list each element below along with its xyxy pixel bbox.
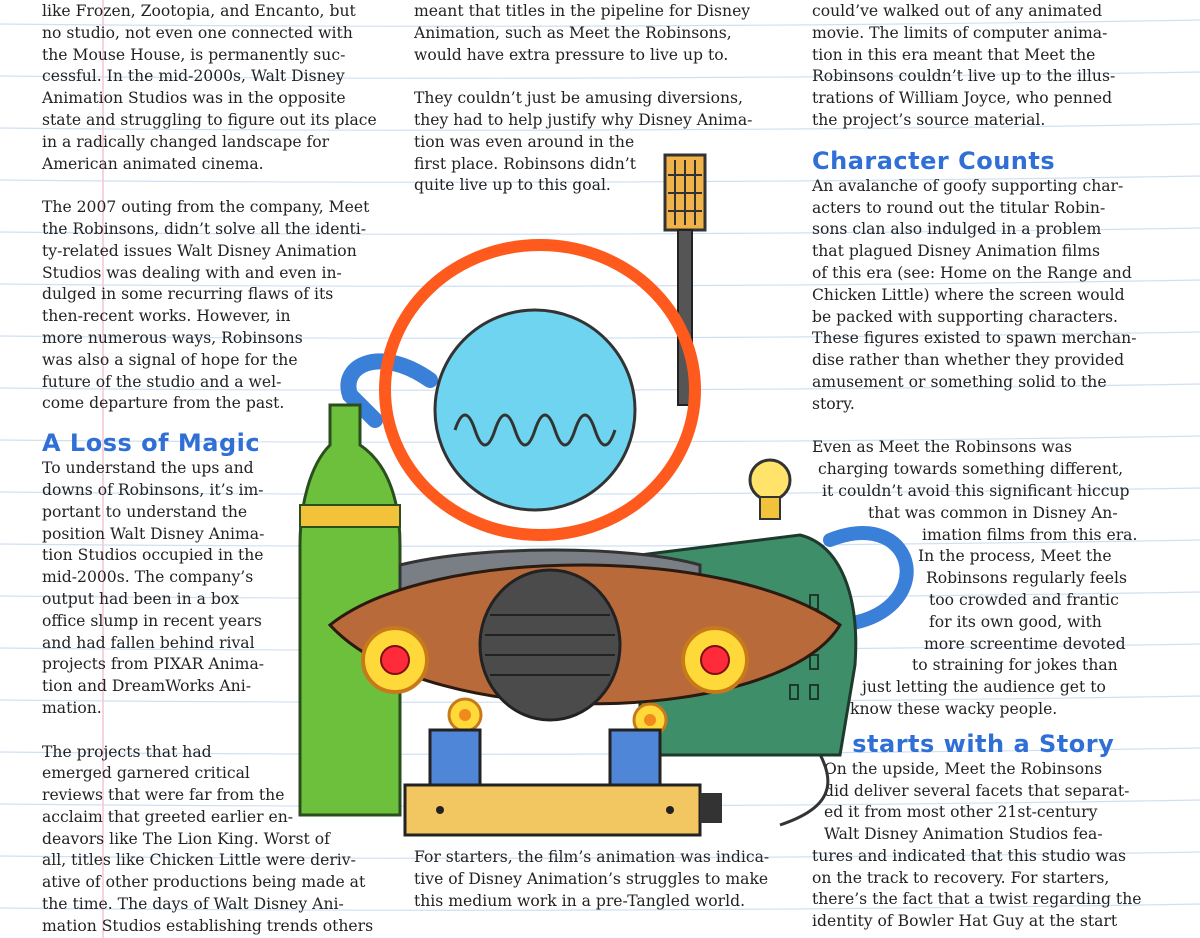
col2-paragraph-1: meant that titles in the pipeline for Di… [414, 2, 751, 64]
orange-ring [379, 239, 701, 541]
ruled-line [0, 539, 1200, 547]
column-2-top: meant that titles in the pipeline for Di… [414, 1, 752, 197]
ruled-line [0, 851, 1200, 859]
small-lightbulb [748, 458, 792, 502]
robot-machine-illustration [298, 153, 914, 837]
ruled-line [0, 747, 1200, 755]
heading-it-starts-with-a-story: It starts with a Story [822, 729, 1115, 758]
bulb-wave [453, 413, 617, 447]
ruled-line [0, 487, 1200, 495]
ruled-line [0, 227, 1200, 235]
left-leg [428, 728, 482, 787]
heading-character-counts: Character Counts [812, 146, 1056, 175]
left-cable [340, 353, 438, 428]
column-2-bottom: For starters, the film’s animation was i… [414, 847, 769, 912]
ruled-line [0, 19, 1200, 27]
ruled-line [0, 903, 1200, 911]
right-cable [823, 526, 914, 632]
col3-paragraph-3: Even as Meet the Robinsons was charging … [812, 438, 1138, 718]
col3-paragraph-4: On the upside, Meet the Robinsons did de… [812, 759, 1142, 931]
col2-paragraph-3: For starters, the film’s animation was i… [414, 848, 770, 910]
ruled-line [0, 71, 1200, 79]
yellow-base-bar [403, 783, 702, 837]
ruled-line [0, 175, 1200, 183]
speaker-grille [478, 568, 622, 722]
blue-bulb [433, 308, 637, 512]
right-leg [608, 728, 662, 787]
ruled-line [0, 123, 1200, 131]
ruled-line [0, 279, 1200, 287]
heading-a-loss-of-magic: A Loss of Magic [42, 429, 261, 458]
col3-paragraph-2: An avalanche of goofy supporting char-ac… [812, 176, 1137, 413]
col2-paragraph-2: They couldn’t just be amusing diversions… [414, 89, 753, 195]
